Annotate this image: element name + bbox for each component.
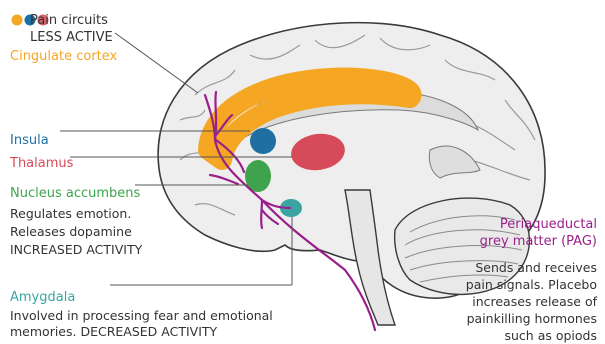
legend-line-1: Pain circuits bbox=[30, 12, 113, 29]
amygdala-desc: Involved in processing fear and emotiona… bbox=[10, 308, 273, 340]
pag-desc-line: Sends and receives bbox=[466, 259, 597, 276]
pag-desc: Sends and receives pain signals. Placebo… bbox=[466, 259, 597, 344]
pag-desc-line: increases release of bbox=[466, 293, 597, 310]
nucleus-desc-line: INCREASED ACTIVITY bbox=[10, 241, 142, 259]
legend-dot-orange bbox=[12, 15, 23, 26]
pag-desc-line: pain signals. Placebo bbox=[466, 276, 597, 293]
insula-region bbox=[250, 128, 276, 154]
amygdala-desc-line: memories. DECREASED ACTIVITY bbox=[10, 324, 273, 340]
nucleus-accumbens-label: Nucleus accumbens bbox=[10, 186, 140, 201]
pag-label-line: Periaqueductal bbox=[480, 216, 597, 233]
legend-line-2: LESS ACTIVE bbox=[30, 29, 113, 46]
nucleus-desc-line: Releases dopamine bbox=[10, 223, 142, 241]
nucleus-desc-line: Regulates emotion. bbox=[10, 205, 142, 223]
pag-label-line: grey matter (PAG) bbox=[480, 233, 597, 250]
legend: Pain circuits LESS ACTIVE bbox=[30, 12, 113, 46]
cingulate-cortex-label: Cingulate cortex bbox=[10, 49, 117, 64]
amygdala-desc-line: Involved in processing fear and emotiona… bbox=[10, 308, 273, 324]
insula-label: Insula bbox=[10, 133, 49, 148]
thalamus-label: Thalamus bbox=[10, 156, 73, 171]
nucleus-accumbens-desc: Regulates emotion. Releases dopamine INC… bbox=[10, 205, 142, 259]
pag-desc-line: painkilling hormones bbox=[466, 310, 597, 327]
pag-desc-line: such as opiods bbox=[466, 327, 597, 344]
amygdala-label: Amygdala bbox=[10, 290, 75, 305]
pag-label: Periaqueductal grey matter (PAG) bbox=[480, 216, 597, 250]
